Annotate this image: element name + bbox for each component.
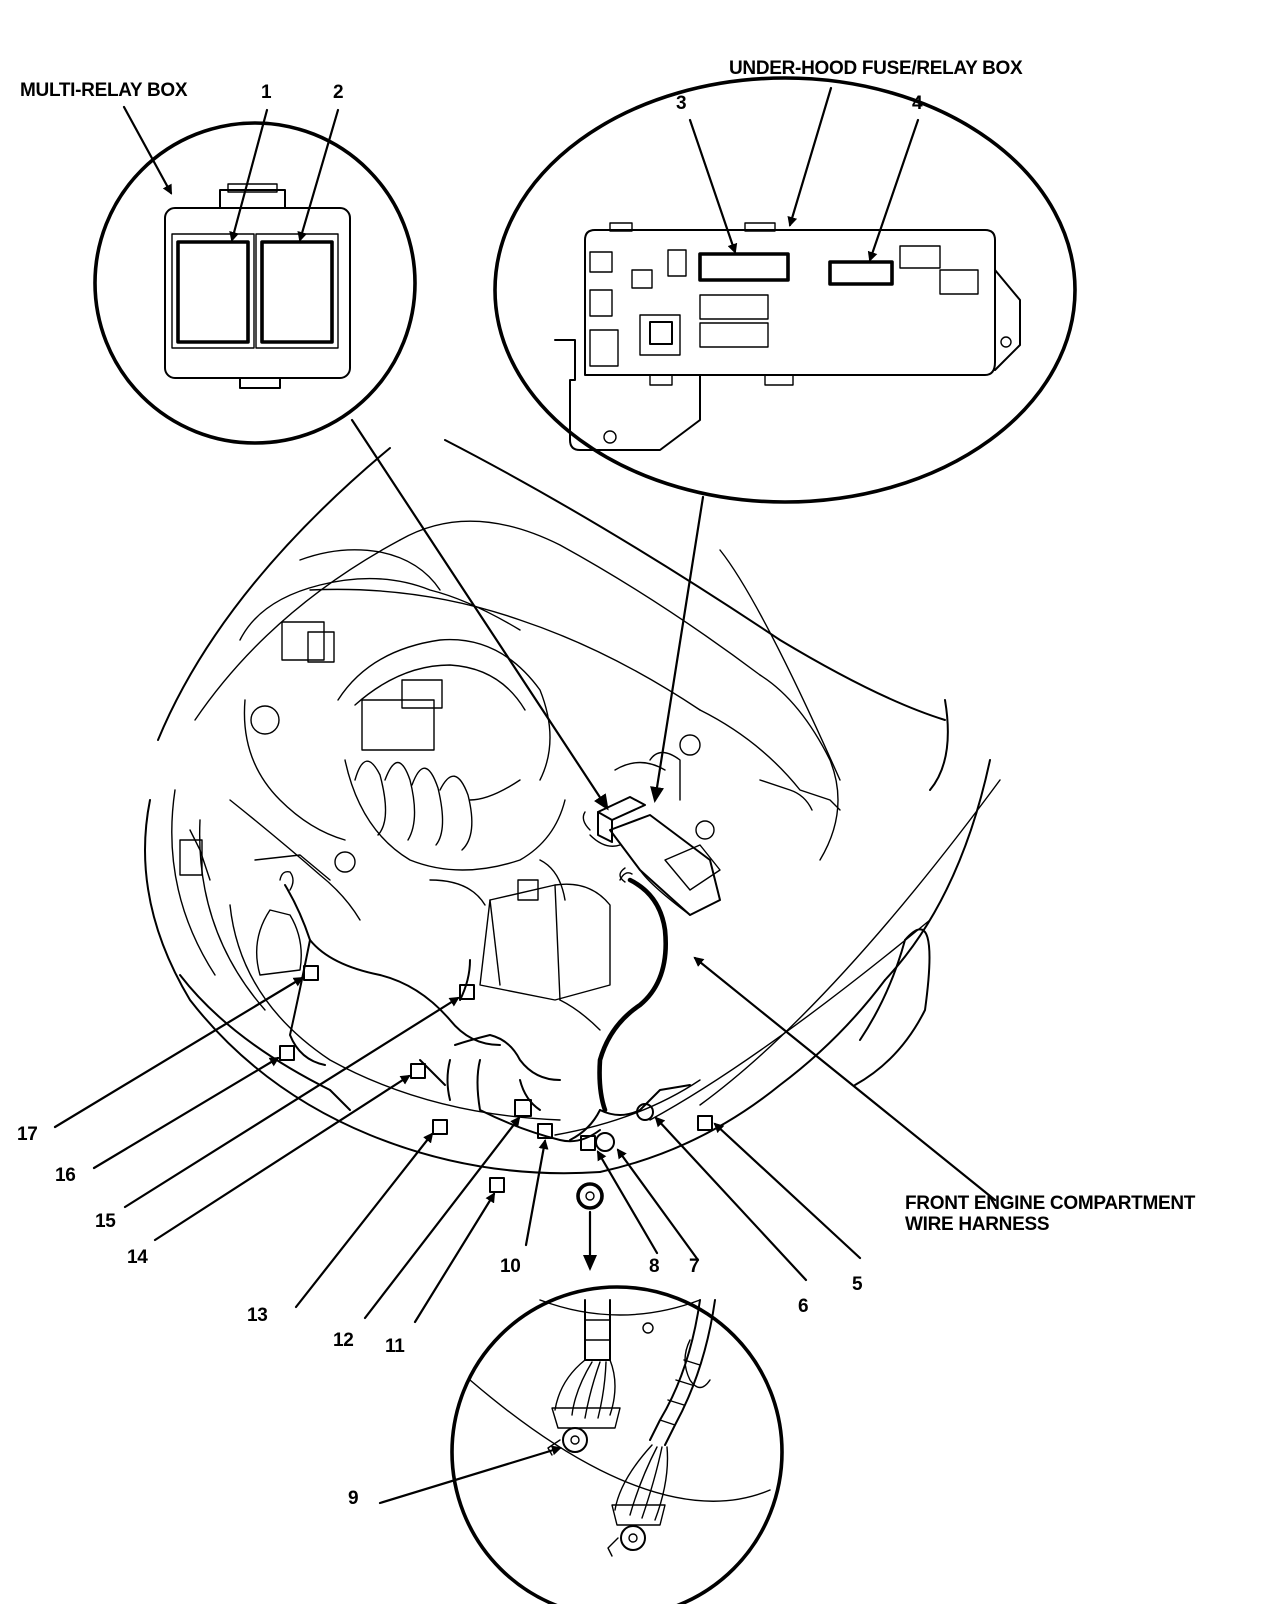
callout-9: 9 [348,1488,359,1509]
callout-6: 6 [798,1296,809,1317]
callout-16: 16 [55,1165,76,1186]
callout-3: 3 [676,93,687,114]
detail-circle-ground [450,1285,784,1609]
fuse-box-body [584,229,996,376]
callout-15: 15 [95,1211,116,1232]
connector-16-body [279,1045,295,1061]
callout-11: 11 [385,1336,405,1357]
detail-circle-multi-relay [93,121,417,445]
connector-8-body [580,1135,596,1151]
callout-8: 8 [649,1256,660,1277]
callout-14: 14 [127,1247,148,1268]
connector-13-body [432,1119,448,1135]
ground-9-body [576,1182,604,1210]
connector-4 [828,260,894,286]
label-harness: FRONT ENGINE COMPARTMENT WIRE HARNESS [905,1193,1195,1235]
connector-5-body [697,1115,713,1131]
ground-detail [450,1285,784,1609]
vehicle-body [144,439,1001,1175]
connector-15-body [459,984,475,1000]
callout-2: 2 [333,82,344,103]
detail-ellipse-fuse-box [493,76,1077,504]
connector-11-body [489,1177,505,1193]
detail-pointers [350,418,705,1271]
callout-5: 5 [852,1274,863,1295]
label-harness-line1: FRONT ENGINE COMPARTMENT [905,1193,1196,1214]
callout-13: 13 [247,1305,268,1326]
label-under-hood-box: UNDER-HOOD FUSE/RELAY BOX [729,58,1023,79]
harness-connectors [279,965,713,1210]
under-hood-box-detail [493,76,1077,504]
callout-1: 1 [261,82,272,103]
label-harness-line2: WIRE HARNESS [905,1214,1050,1235]
battery [479,883,611,1001]
multi-relay-box-detail [93,121,417,445]
callout-17: 17 [17,1124,38,1145]
connector-17-body [303,965,319,981]
callout-4: 4 [912,93,923,114]
connector-14-body [410,1063,426,1079]
leader-lines [53,86,997,1505]
engine-compartment [179,549,841,1031]
connector-10-body [537,1123,553,1139]
callout-10: 10 [500,1256,521,1277]
relay-2 [260,240,334,344]
connector-7-body [595,1132,615,1152]
callout-12: 12 [333,1330,354,1351]
in-vehicle-boxes [582,796,721,916]
callout-7: 7 [689,1256,700,1277]
connector-3 [698,252,790,282]
connector-12-body [514,1099,532,1117]
connector-6-body [636,1103,654,1121]
label-multi-relay-box: MULTI-RELAY BOX [20,80,188,101]
relay-1 [176,240,250,344]
